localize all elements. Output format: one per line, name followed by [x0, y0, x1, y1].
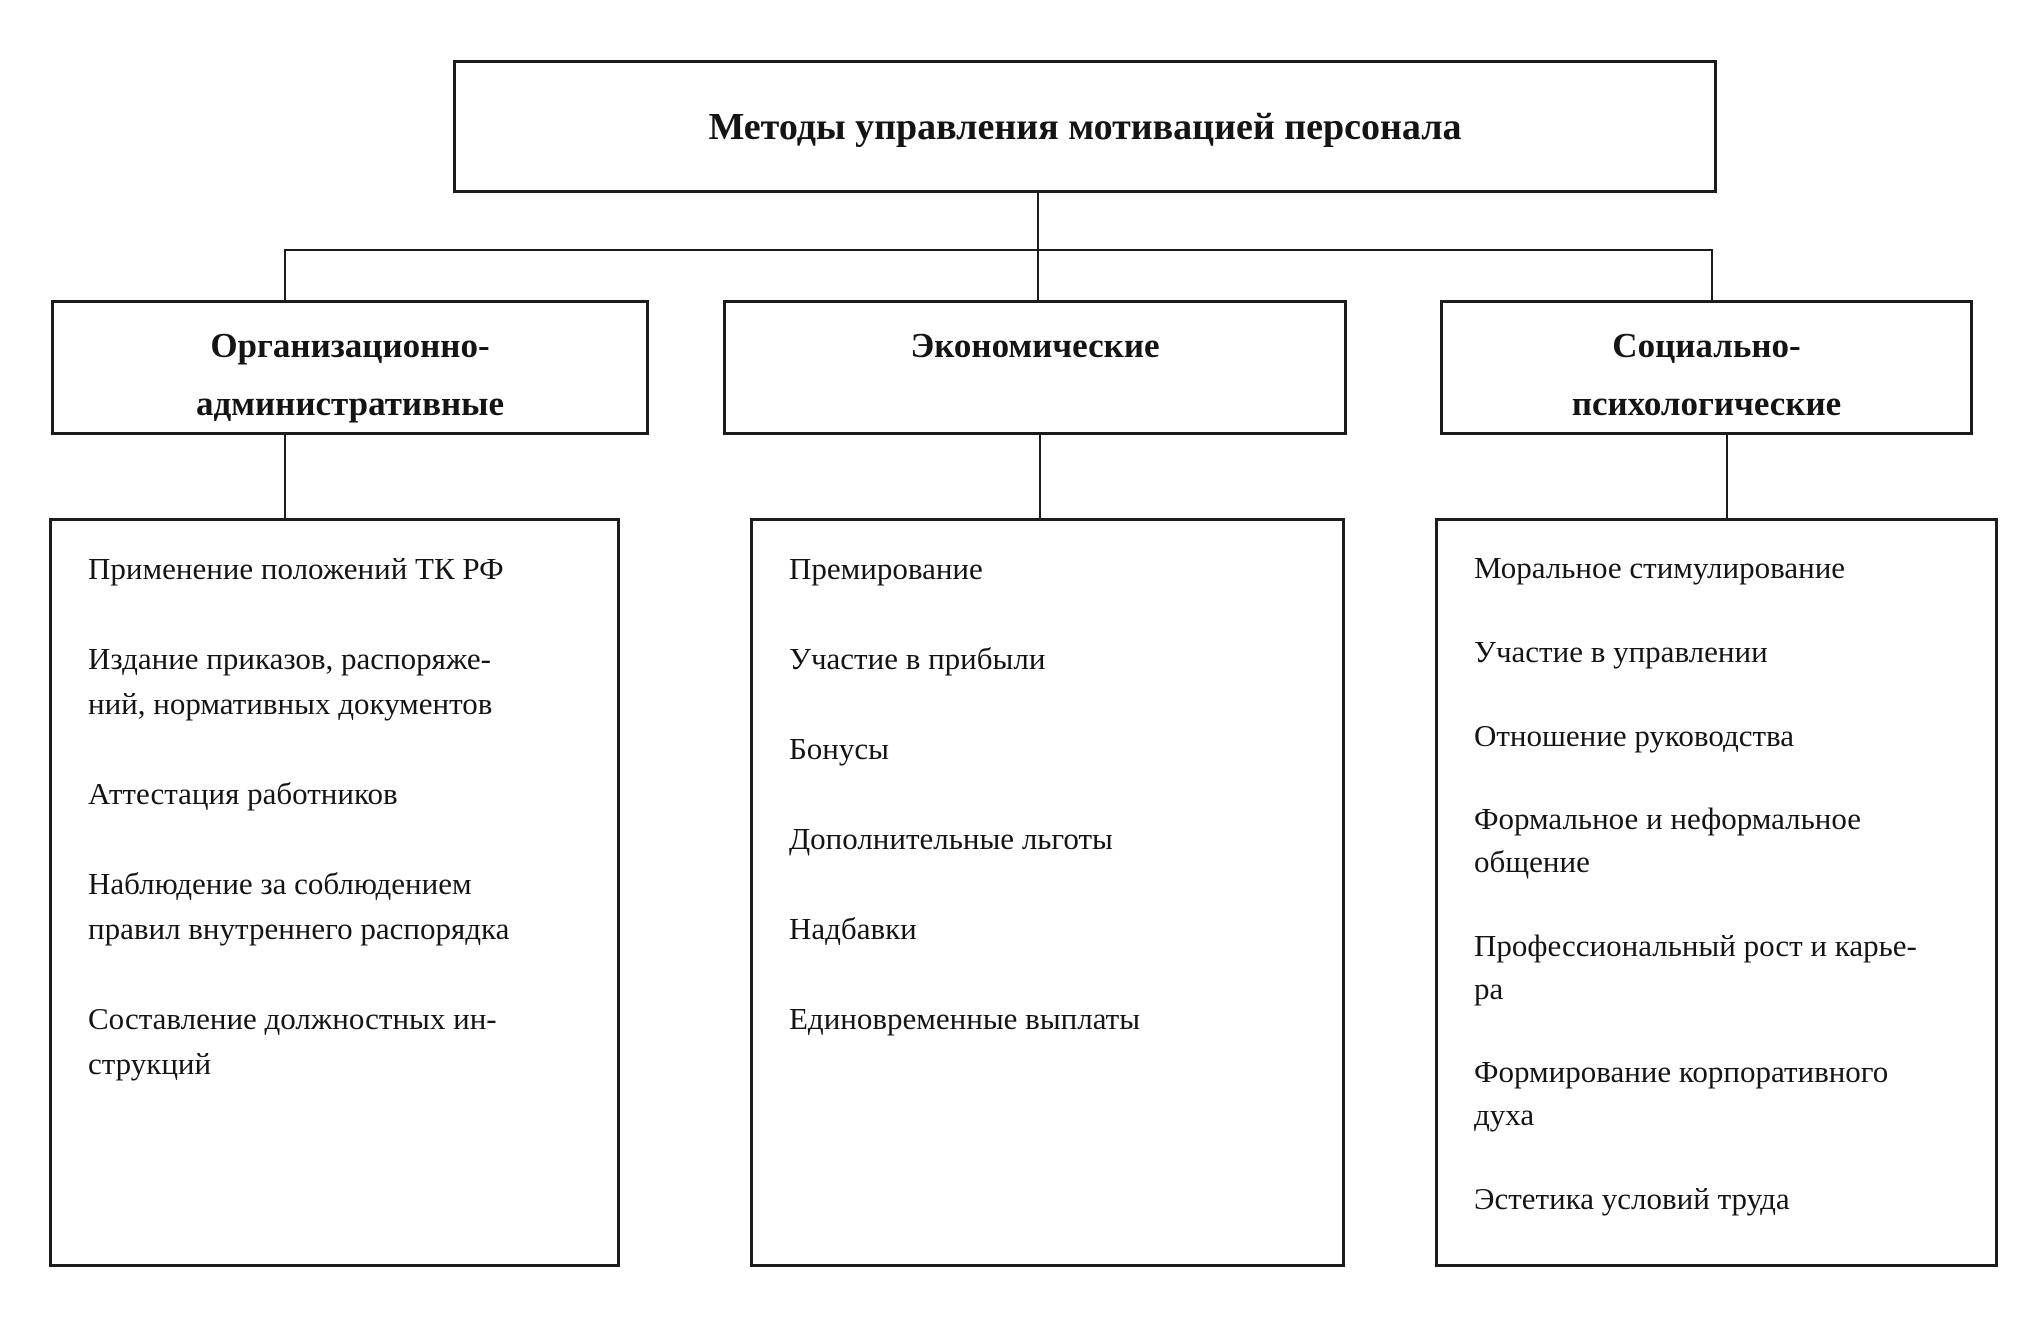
list-item: Применение положений ТК РФ — [88, 551, 504, 586]
list-item: Эстетика условий труда — [1474, 1180, 1790, 1216]
list-item: Наблюдение за соблюдением правил внутрен… — [88, 865, 510, 946]
list-item: Формальное и неформальное общение — [1474, 801, 1862, 880]
list-item: Бонусы — [789, 730, 889, 766]
list-item: Надбавки — [789, 910, 917, 946]
list-item: Моральное стимулирование — [1474, 550, 1846, 585]
connector-right-branch-drop — [1711, 249, 1713, 301]
list-item: Премирование — [789, 551, 983, 586]
category-label-economic: Экономические — [910, 326, 1160, 365]
list-item: Аттестация работников — [88, 775, 398, 811]
list-item: Формирование корпоративного духа — [1474, 1054, 1889, 1133]
category-label-socio-psych: Социально- психологические — [1571, 326, 1842, 424]
connector-trunk-vertical — [1037, 192, 1039, 300]
list-item: Издание приказов, распоряже- ний, нормат… — [88, 640, 493, 721]
list-item: Профессиональный рост и карье- ра — [1474, 927, 1917, 1006]
category-box-org-admin: Организационно- административные — [51, 300, 649, 435]
category-box-socio-psych: Социально- психологические — [1440, 300, 1973, 435]
diagram-title: Методы управления мотивацией персонала — [708, 105, 1462, 148]
detail-box-socio-psych: Моральное стимулирование Участие в управ… — [1435, 518, 1998, 1267]
category-box-economic: Экономические — [723, 300, 1347, 435]
connector-left-detail-drop — [284, 434, 286, 520]
list-item: Единовременные выплаты — [789, 1000, 1141, 1036]
connector-middle-detail-drop — [1039, 434, 1041, 520]
connector-left-branch-drop — [284, 249, 286, 301]
connector-branch-bar — [284, 249, 1713, 251]
root-node-box: Методы управления мотивацией персонала — [453, 60, 1717, 193]
list-item: Участие в прибыли — [789, 640, 1046, 676]
list-item: Составление должностных ин- струкций — [88, 1000, 497, 1081]
list-item: Отношение руководства — [1474, 717, 1795, 753]
detail-box-org-admin: Применение положений ТК РФ Издание прика… — [49, 518, 620, 1267]
list-item: Дополнительные льготы — [789, 820, 1113, 856]
detail-box-economic: Премирование Участие в прибыли Бонусы До… — [750, 518, 1345, 1267]
category-label-org-admin: Организационно- административные — [195, 326, 505, 424]
list-item: Участие в управлении — [1474, 633, 1768, 669]
connector-right-detail-drop — [1726, 434, 1728, 520]
